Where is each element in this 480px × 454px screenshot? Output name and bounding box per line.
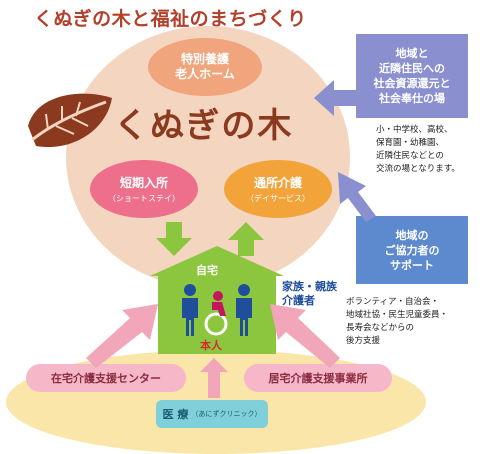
arrow-from-left-center [86,304,158,368]
community-line3: 社会資源還元と [373,77,451,90]
community-note: 小・中学校、高校、 保育園・幼稚園、 近隣住民などとの 交流の場となります。 [376,124,480,176]
community-note-line2: 保育園・幼稚園、 [376,138,445,148]
family-line2: 介護者 [282,294,315,307]
arrow-from-medical [200,358,228,398]
community-line4: 社会奉仕の場 [379,92,445,105]
support-note-line1: ボランティア・自治会・ [346,297,439,307]
brand-name: くぬぎの木 [114,106,294,146]
day-service-pill: 通所介護 （デイサービス） [224,160,332,218]
arrow-down-short-stay [156,222,192,256]
arrow-from-right-office [270,304,340,368]
day-service-label: 通所介護 [253,176,302,190]
person-label: 本人 [200,339,222,352]
family-line1: 家族・親族 [282,280,337,293]
caregiver-and-wheelchair-icon [182,284,252,336]
community-line1: 地域と [395,47,429,60]
community-box: 地域と 近隣住民への 社会資源還元と 社会奉仕の場 [356,34,468,118]
medical-sub: （あにずクリニック） [191,410,262,418]
arrow-support [338,172,376,222]
community-note-line4: 交流の場となります。 [376,164,460,174]
medical-label: 医 療 （あにずクリニック） [156,400,268,428]
community-note-line3: 近隣住民などとの [376,151,444,161]
nursing-home-line2: 老人ホーム [175,67,235,81]
nursing-home-line1: 特別養護 [180,52,229,66]
support-box: 地域の ご協力者の サポート [356,216,468,284]
support-note-line4: 後方支援 [346,336,381,346]
support-line3: サポート [390,258,434,272]
nursing-home-pill: 特別養護 老人ホーム [148,38,262,96]
community-note-line1: 小・中学校、高校、 [376,125,453,135]
day-service-sub: （デイサービス） [246,194,310,203]
medical-main: 医 療 [162,408,189,421]
house-label: 自宅 [196,264,218,277]
community-line2: 近隣住民への [379,62,445,75]
home-care-support-center: 在宅介護支援センター [26,364,186,392]
leaf-logo-icon [28,93,112,148]
short-stay-pill: 短期入所 （ショートステイ） [90,160,198,218]
care-support-office: 居宅介護支援事業所 [244,364,392,392]
support-note-line3: 長寿会などからの [346,323,415,333]
support-line1: 地域の [395,228,429,242]
support-line2: ご協力者の [384,243,440,257]
support-note: ボランティア・自治会・ 地域社協・民生児童委員・ 長寿会などからの 後方支援 [346,296,480,348]
family-caregiver-label: 家族・親族 介護者 [282,280,337,308]
page-title: くぬぎの木と福祉のまちづくり [34,8,307,30]
arrow-up-day-service [228,222,264,256]
support-note-line2: 地域社協・民生児童委員・ [346,310,449,320]
short-stay-label: 短期入所 [119,176,168,190]
short-stay-sub: （ショートステイ） [108,194,180,203]
arrow-community [314,80,356,116]
